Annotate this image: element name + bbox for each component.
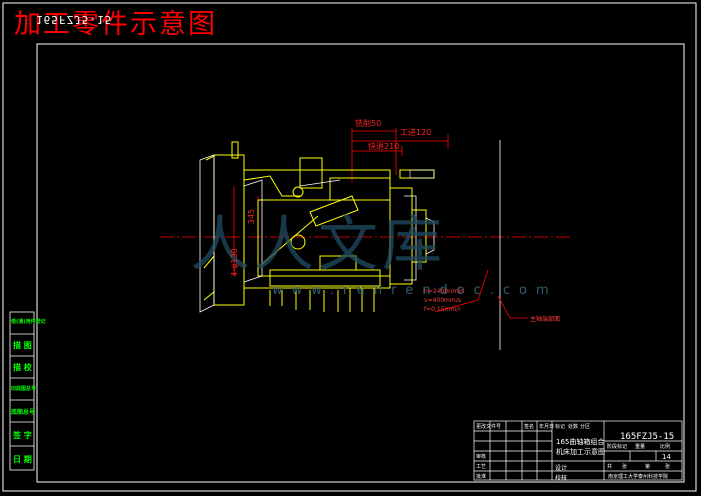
title-block-school: 南京理工大学泰州科技学院 bbox=[608, 474, 669, 480]
annotation-leader: 主轴端部面 bbox=[530, 316, 561, 323]
dim-label-1: 铣削50 bbox=[355, 119, 382, 128]
drawing-title: 加工零件示意图 bbox=[14, 9, 217, 40]
tb-right-5: 第 bbox=[645, 464, 651, 470]
side-item-4: 底图总号 bbox=[11, 409, 36, 416]
sheet-border bbox=[2, 2, 697, 492]
tb-header-5: 年月日 bbox=[539, 424, 555, 430]
tb-row-1: 校核 bbox=[555, 475, 568, 482]
tb-header-0: 标记 bbox=[555, 424, 566, 430]
tb-header-4: 签名 bbox=[524, 424, 535, 430]
annotation-velocity: v=400mm/s bbox=[424, 297, 461, 304]
side-panel-grid bbox=[9, 311, 35, 471]
tb-right-0: 阶段标记 bbox=[607, 444, 628, 450]
title-block-part-name: 165FZJ5-15 bbox=[620, 432, 675, 442]
title-block-desc-1: 165曲轴箱组合 bbox=[556, 438, 605, 446]
side-item-6: 日 期 bbox=[13, 455, 32, 464]
dim-label-2: 工进120 bbox=[400, 128, 432, 137]
tb-row-4: 批准 bbox=[476, 474, 487, 480]
side-item-1: 描 图 bbox=[13, 341, 32, 350]
mirrored-drawing-code: 165FZJ5-15 bbox=[36, 13, 113, 26]
dim-label-3: 快退210 bbox=[368, 142, 400, 151]
tb-header-1: 处数 bbox=[568, 424, 579, 430]
part-edges bbox=[199, 154, 435, 313]
side-item-3: 旧底图总号 bbox=[11, 386, 37, 392]
tb-right-2: 比例 bbox=[660, 444, 671, 450]
dim-label-vertical-2: 4-φ130 bbox=[229, 248, 239, 277]
tb-right-6: 张 bbox=[665, 464, 671, 470]
watermark-logo: 人人文库 bbox=[190, 210, 446, 280]
inner-frame bbox=[36, 43, 685, 483]
tb-right-3: 共 bbox=[607, 464, 613, 470]
title-block-desc-2: 机床加工示意图 bbox=[556, 448, 605, 456]
side-item-0: 借(通)用件登记 bbox=[11, 319, 46, 325]
tb-right-4: 张 bbox=[622, 464, 628, 470]
tb-right-1: 重量 bbox=[635, 444, 646, 450]
tb-row-3: 工艺 bbox=[476, 464, 487, 470]
tb-header-2: 分区 bbox=[580, 424, 591, 430]
title-block-grid bbox=[473, 420, 683, 481]
dim-label-vertical-1: 345 bbox=[247, 208, 257, 225]
side-item-2: 描 校 bbox=[13, 363, 32, 372]
tb-row-2: 审核 bbox=[476, 454, 487, 460]
tolerance-box bbox=[409, 169, 435, 179]
annotation-speed: n=2400r/min bbox=[424, 288, 464, 295]
annotation-feed: f=0.15mm/r bbox=[424, 306, 461, 313]
tb-row-0: 设计 bbox=[555, 465, 568, 472]
title-block-sheet-total: 14 bbox=[662, 453, 671, 461]
watermark-url: www.renrendoc.com bbox=[272, 283, 558, 298]
tb-header-3: 更改文件号 bbox=[476, 424, 502, 430]
side-item-5: 签 字 bbox=[13, 431, 32, 440]
